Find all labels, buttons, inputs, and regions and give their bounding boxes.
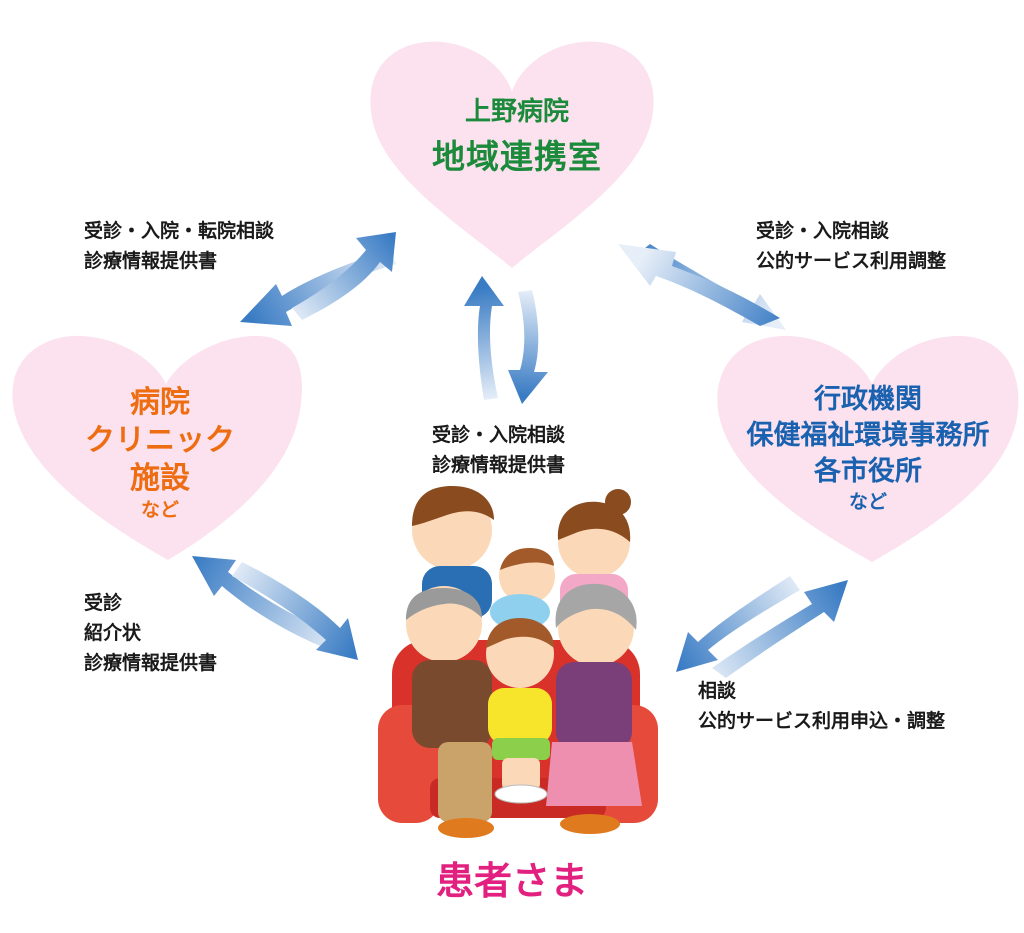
grandfather-hair [406, 588, 482, 620]
child-shoes [494, 784, 548, 804]
child-hair [486, 618, 554, 648]
child-legs [502, 758, 540, 790]
edge-top-center-line1: 受診・入院相談 [432, 424, 566, 446]
child-shorts [492, 738, 550, 760]
edge-label-top-left: 受診・入院・転院相談 診療情報提供書 [84, 216, 274, 276]
right-heart-shape [717, 335, 1019, 562]
arrow-top-left-in [292, 232, 396, 320]
edge-top-center-line2: 診療情報提供書 [432, 454, 566, 476]
edge-right-bottom-line1: 相談 [698, 680, 737, 702]
node-top-hospital: 上野病院 地域連携室 [372, 92, 662, 182]
node-right-government: 行政機関 保健福祉環境事務所 各市役所 など [712, 382, 1024, 514]
node-right-line2: 保健福祉環境事務所 [746, 420, 990, 451]
mother-hair-bun [605, 489, 631, 515]
arrow-left-bottom-down [232, 562, 358, 660]
edge-right-bottom-line2: 公的サービス利用申込・調整 [698, 710, 946, 732]
father-hair [412, 486, 494, 526]
grandmother-body [556, 662, 632, 750]
grandmother-skirt [546, 742, 642, 806]
edge-top-left-line1: 受診・入院・転院相談 [84, 220, 275, 242]
grandmother-shoes [560, 814, 620, 834]
arrow-center-up [464, 276, 504, 400]
edge-label-left-bottom: 受診 紹介状 診療情報提供書 [84, 588, 217, 678]
edge-label-right-bottom: 相談 公的サービス利用申込・調整 [698, 676, 945, 736]
node-left-line2: クリニック [85, 423, 235, 458]
node-right-line1: 行政機関 [814, 384, 922, 415]
arrow-center-down [508, 290, 548, 404]
edge-left-bottom-line2: 紹介状 [84, 622, 142, 644]
grandmother-hair [555, 583, 637, 630]
edge-label-top-center: 受診・入院相談 診療情報提供書 [432, 420, 565, 480]
arrow-right-bottom-in [676, 576, 800, 672]
baby-hair [500, 548, 554, 570]
grandfather-legs [438, 742, 492, 822]
node-left-line3: 施設 [130, 461, 190, 496]
edge-top-right-line1: 受診・入院相談 [756, 220, 890, 242]
node-left-line4: など [140, 499, 179, 521]
node-top-line2: 地域連携室 [432, 137, 602, 176]
node-right-line3: 各市役所 [814, 456, 922, 487]
edge-label-top-right: 受診・入院相談 公的サービス利用調整 [756, 216, 946, 276]
patient-family-illustration [378, 486, 658, 838]
node-bottom-patient: 患者さま [435, 859, 588, 903]
top-heart-shape [370, 41, 654, 268]
arrow-top-right-in [618, 244, 780, 326]
arrow-right-bottom-out [712, 580, 848, 678]
node-left-line1: 病院 [130, 385, 190, 420]
edge-top-left-line2: 診療情報提供書 [84, 250, 218, 272]
node-left-hospitals: 病院 クリニック 施設 など [10, 384, 310, 522]
node-top-line1: 上野病院 [464, 97, 569, 127]
child-body [488, 688, 552, 744]
grandfather-body [412, 660, 492, 748]
node-right-line4: など [848, 491, 887, 513]
arrow-left-bottom-up [192, 556, 340, 650]
edge-top-right-line2: 公的サービス利用調整 [756, 250, 947, 272]
grandfather-shoes [438, 818, 494, 838]
left-heart-shape [12, 335, 303, 560]
edge-left-bottom-line3: 診療情報提供書 [84, 652, 218, 674]
edge-left-bottom-line1: 受診 [84, 592, 123, 614]
